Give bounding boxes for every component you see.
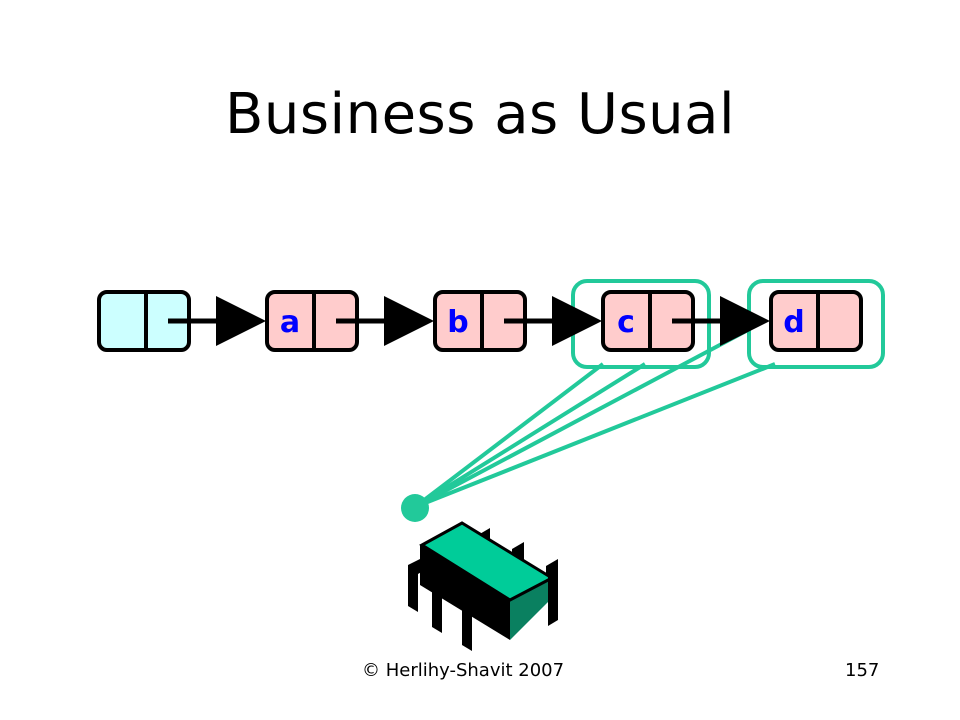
- footer-copyright: © Herlihy-Shavit 2007: [362, 660, 565, 681]
- slide-title: Business as Usual: [224, 82, 736, 147]
- list-node-d: d: [769, 290, 863, 352]
- chip-icon: [408, 521, 558, 651]
- slide-number: 157: [845, 660, 880, 681]
- node-label-d: d: [783, 305, 804, 340]
- thread-pointer-lines: [413, 328, 776, 509]
- list-node-a: a: [265, 290, 359, 352]
- node-label-b: b: [447, 305, 468, 340]
- node-label-a: a: [280, 305, 300, 340]
- thread-pointer-dot: [401, 494, 429, 522]
- node-label-c: c: [617, 305, 635, 340]
